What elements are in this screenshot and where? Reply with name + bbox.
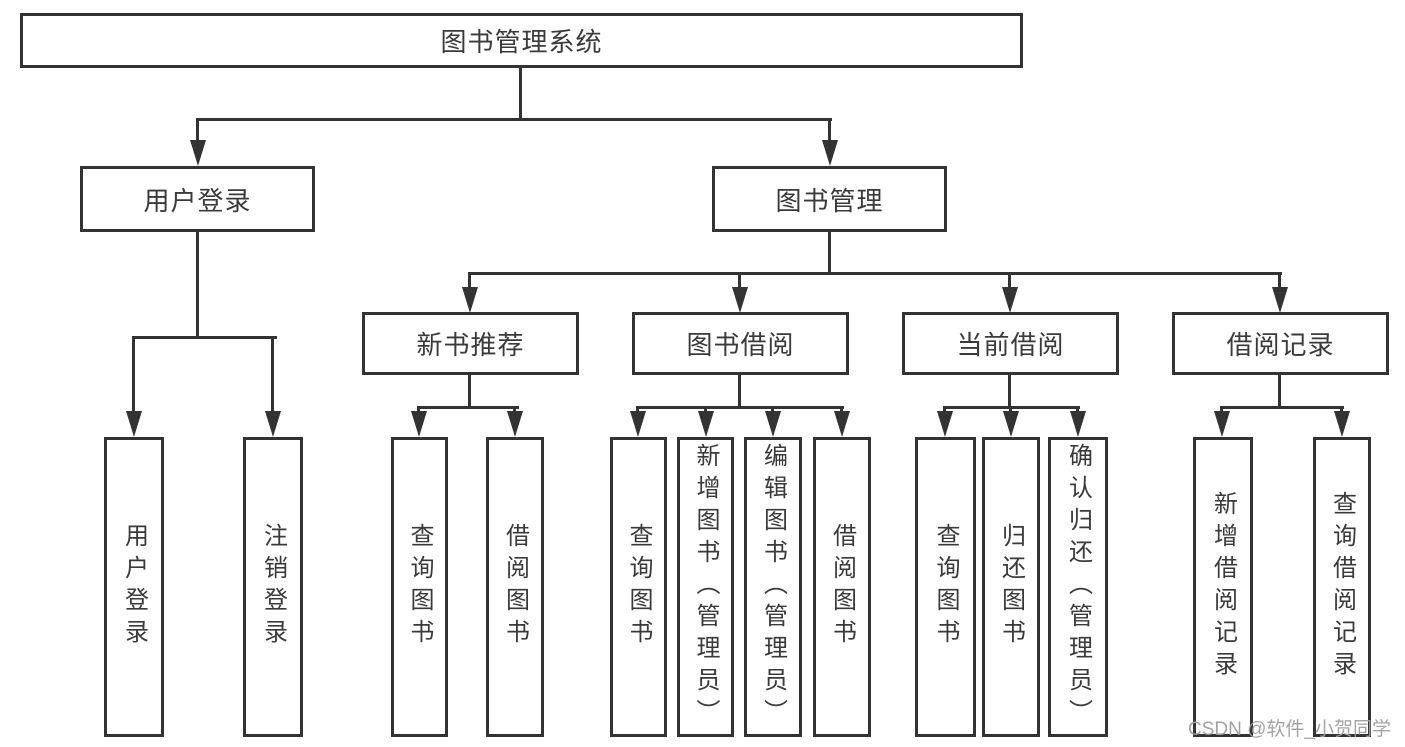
leaf-add-borrow-record-label: 新增借阅记录 [1209, 491, 1237, 683]
connector-line [271, 336, 274, 413]
arrow-down-icon [765, 411, 781, 437]
connector-line [636, 406, 844, 409]
connector-line [1008, 375, 1011, 408]
leaf-edit-books-admin-label: 编辑图书（管理员） [759, 443, 787, 731]
connector-line [196, 232, 199, 339]
arrow-down-icon [1334, 411, 1350, 437]
arrow-down-icon [698, 411, 714, 437]
leaf-return-books-label: 归还图书 [997, 523, 1025, 651]
leaf-newbook-query-books-label: 查询图书 [406, 523, 433, 651]
arrow-down-icon [507, 411, 523, 437]
leaf-current-query-books-label: 查询图书 [932, 523, 959, 651]
arrow-down-icon [834, 411, 850, 437]
arrow-down-icon [732, 287, 748, 313]
connector-line [196, 118, 199, 144]
node-current-borrowing-label: 当前借阅 [956, 330, 1065, 360]
connector-line [828, 118, 831, 144]
connector-line [196, 118, 832, 121]
arrow-down-icon [411, 411, 427, 437]
node-current-borrowing: 当前借阅 [902, 312, 1119, 375]
arrow-down-icon [462, 287, 478, 313]
connector-line [1008, 272, 1011, 289]
connector-line [738, 272, 741, 289]
connector-line [132, 336, 277, 339]
connector-line [1278, 272, 1281, 289]
leaf-newbook-query-books: 查询图书 [391, 437, 448, 737]
node-book-borrowing-label: 图书借阅 [686, 330, 795, 360]
connector-line [417, 406, 519, 409]
arrow-down-icon [126, 411, 142, 437]
node-user-login: 用户登录 [80, 166, 315, 232]
leaf-add-books-admin: 新增图书（管理员） [677, 437, 734, 737]
arrow-down-icon [1070, 411, 1086, 437]
watermark: CSDN @软件_小贺同学 [1188, 719, 1391, 740]
connector-line [1278, 375, 1281, 408]
leaf-current-query-books: 查询图书 [915, 437, 976, 737]
leaf-borrowing-borrow-books-label: 借阅图书 [828, 523, 856, 651]
leaf-logout-label: 注销登录 [259, 523, 287, 651]
connector-line [1220, 406, 1344, 409]
leaf-borrowing-query-books-label: 查询图书 [625, 523, 652, 651]
leaf-confirm-return-admin: 确认归还（管理员） [1048, 437, 1108, 737]
node-borrow-records: 借阅记录 [1172, 312, 1389, 375]
node-user-login-label: 用户登录 [143, 185, 252, 216]
leaf-add-books-admin-label: 新增图书（管理员） [692, 443, 719, 731]
leaf-add-borrow-record: 新增借阅记录 [1193, 437, 1253, 737]
connector-line [738, 375, 741, 408]
connector-line [828, 232, 831, 274]
arrow-down-icon [630, 411, 646, 437]
leaf-confirm-return-admin-label: 确认归还（管理员） [1064, 443, 1092, 731]
node-borrow-records-label: 借阅记录 [1226, 330, 1335, 360]
connector-line [468, 272, 1282, 275]
arrow-down-icon [265, 411, 281, 437]
leaf-user-login-label: 用户登录 [120, 523, 148, 651]
connector-line [468, 375, 471, 408]
arrow-down-icon [937, 411, 953, 437]
node-new-book-recommend-label: 新书推荐 [416, 330, 525, 360]
leaf-borrowing-borrow-books: 借阅图书 [813, 437, 871, 737]
arrow-down-icon [1272, 287, 1288, 313]
leaf-logout: 注销登录 [243, 437, 303, 737]
leaf-borrowing-query-books: 查询图书 [610, 437, 667, 737]
leaf-return-books: 归还图书 [982, 437, 1040, 737]
node-new-book-recommend: 新书推荐 [362, 312, 579, 375]
arrow-down-icon [1003, 411, 1019, 437]
connector-line [519, 68, 522, 118]
node-book-management: 图书管理 [712, 166, 947, 232]
node-root-label: 图书管理系统 [440, 27, 603, 57]
arrow-down-icon [190, 140, 206, 166]
leaf-query-borrow-record-label: 查询借阅记录 [1328, 491, 1356, 683]
node-book-management-label: 图书管理 [775, 185, 884, 216]
node-book-borrowing: 图书借阅 [632, 312, 849, 375]
node-root: 图书管理系统 [20, 13, 1023, 68]
leaf-user-login: 用户登录 [104, 437, 164, 737]
arrow-down-icon [1214, 411, 1230, 437]
leaf-edit-books-admin: 编辑图书（管理员） [744, 437, 802, 737]
leaf-query-borrow-record: 查询借阅记录 [1313, 437, 1371, 737]
arrow-down-icon [1002, 287, 1018, 313]
leaf-newbook-borrow-books: 借阅图书 [486, 437, 544, 737]
connector-line [468, 272, 471, 289]
connector-line [132, 336, 135, 413]
arrow-down-icon [822, 140, 838, 166]
leaf-newbook-borrow-books-label: 借阅图书 [501, 523, 529, 651]
